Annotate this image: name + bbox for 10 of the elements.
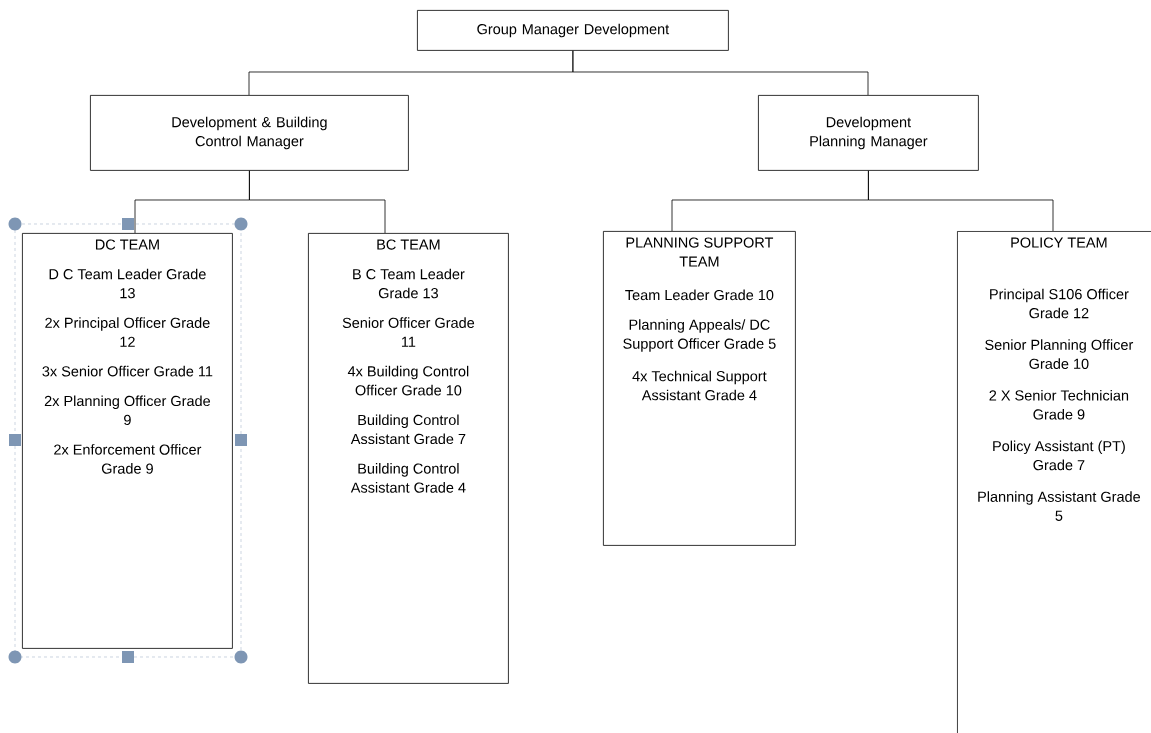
connector-line [572,50,869,96]
team-box: BC TEAM B C Team Leader Grade 13 Senior Officer Grade 11 4x Building Control Officer Grade 10 Building Control Assistant Grade 7 Building Control Assistant Grade 4 [308,233,509,684]
manager-box: Development Planning Manager [758,95,979,171]
manager-box: Development & Building Control Manager [90,95,409,171]
connector-line [249,170,386,234]
manager-box: Group Manager Development [417,10,729,51]
team-box: PLANNING SUPPORT TEAM Team Leader Grade 10 Planning Appeals/ DC Support Officer Grade 5 4x Technical Support Assistant Grade 4 [603,231,796,546]
team-box: POLICY TEAM Principal S106 Officer Grade 12 Senior Planning Officer Grade 10 2 X Senior Technician Grade 9 Policy Assistant (PT) Grade 7 Planning Assistant Grade 5 [957,231,1151,733]
team-box: DC TEAM D C Team Leader Grade 13 2x Principal Officer Grade 12 3x Senior Officer Grade 11 2x Planning Officer Grade 9 2x Enforcement Officer Grade 9 [22,233,233,649]
connector-line [868,170,1054,232]
